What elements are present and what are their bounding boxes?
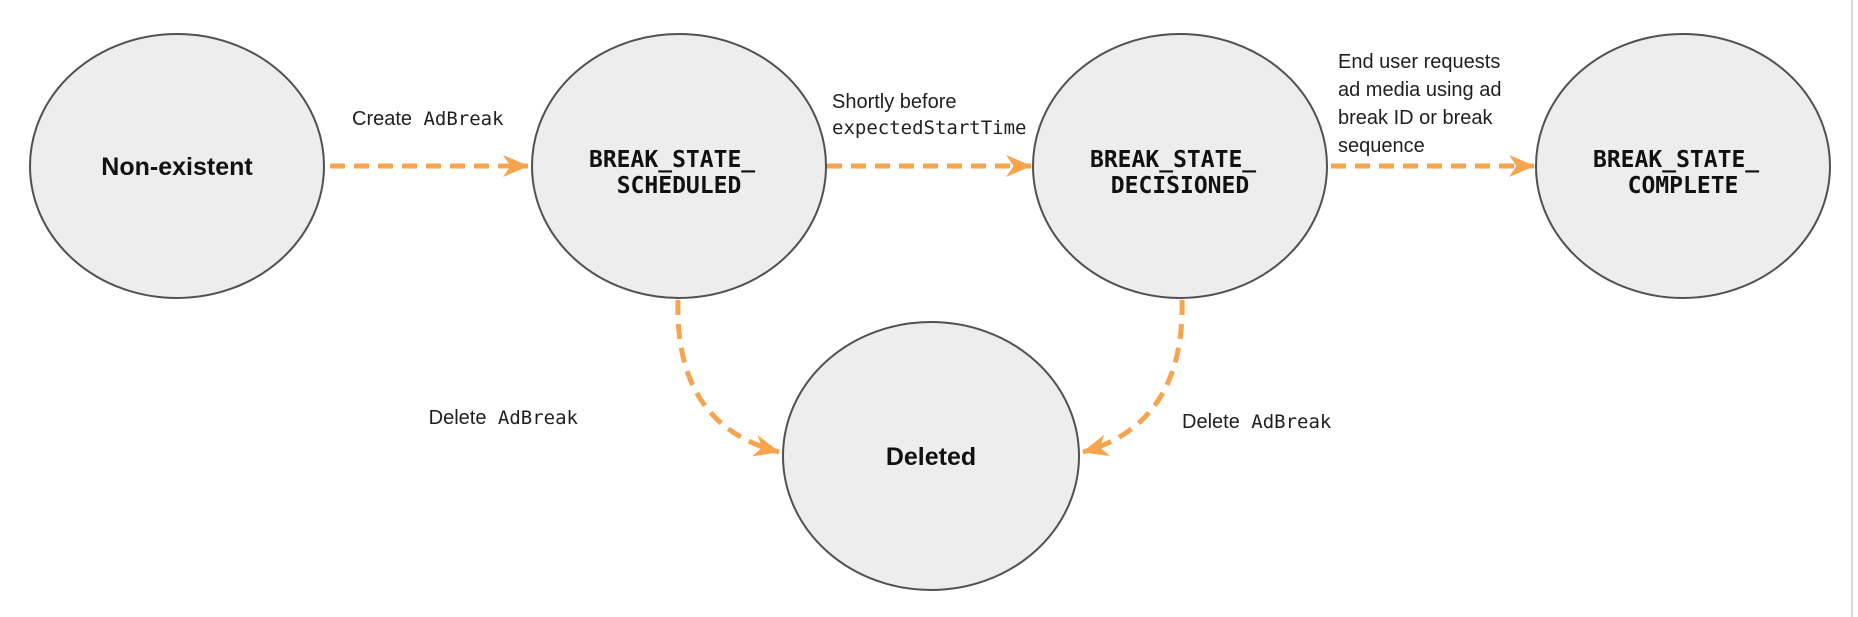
transition-label-end-user-requests: End user requests ad media using ad brea… [1338, 51, 1507, 157]
transition-label-create-adbreak: Create AdBreak [352, 108, 504, 130]
state-label-break-state-scheduled: BREAK_STATE_ SCHEDULED [589, 147, 769, 199]
state-label-break-state-decisioned: BREAK_STATE_ DECISIONED [1090, 147, 1270, 199]
transition-label-delete-adbreak-left: Delete AdBreak [429, 407, 579, 429]
state-node-break-state-decisioned [1032, 33, 1328, 299]
state-node-deleted [782, 321, 1080, 591]
transition-label-shortly-before: Shortly before expectedStartTime [832, 91, 1026, 139]
state-node-break-state-scheduled [531, 33, 827, 299]
transition-arrow-delete-adbreak-left [675, 299, 780, 457]
state-label-non-existent: Non-existent [101, 153, 253, 181]
transition-label-delete-adbreak-right: Delete AdBreak [1182, 411, 1332, 433]
state-node-non-existent [29, 33, 325, 299]
state-node-break-state-complete [1535, 33, 1831, 299]
state-label-deleted: Deleted [886, 443, 976, 471]
state-label-break-state-complete: BREAK_STATE_ COMPLETE [1593, 147, 1773, 199]
transition-arrow-delete-adbreak-right [1082, 299, 1185, 456]
